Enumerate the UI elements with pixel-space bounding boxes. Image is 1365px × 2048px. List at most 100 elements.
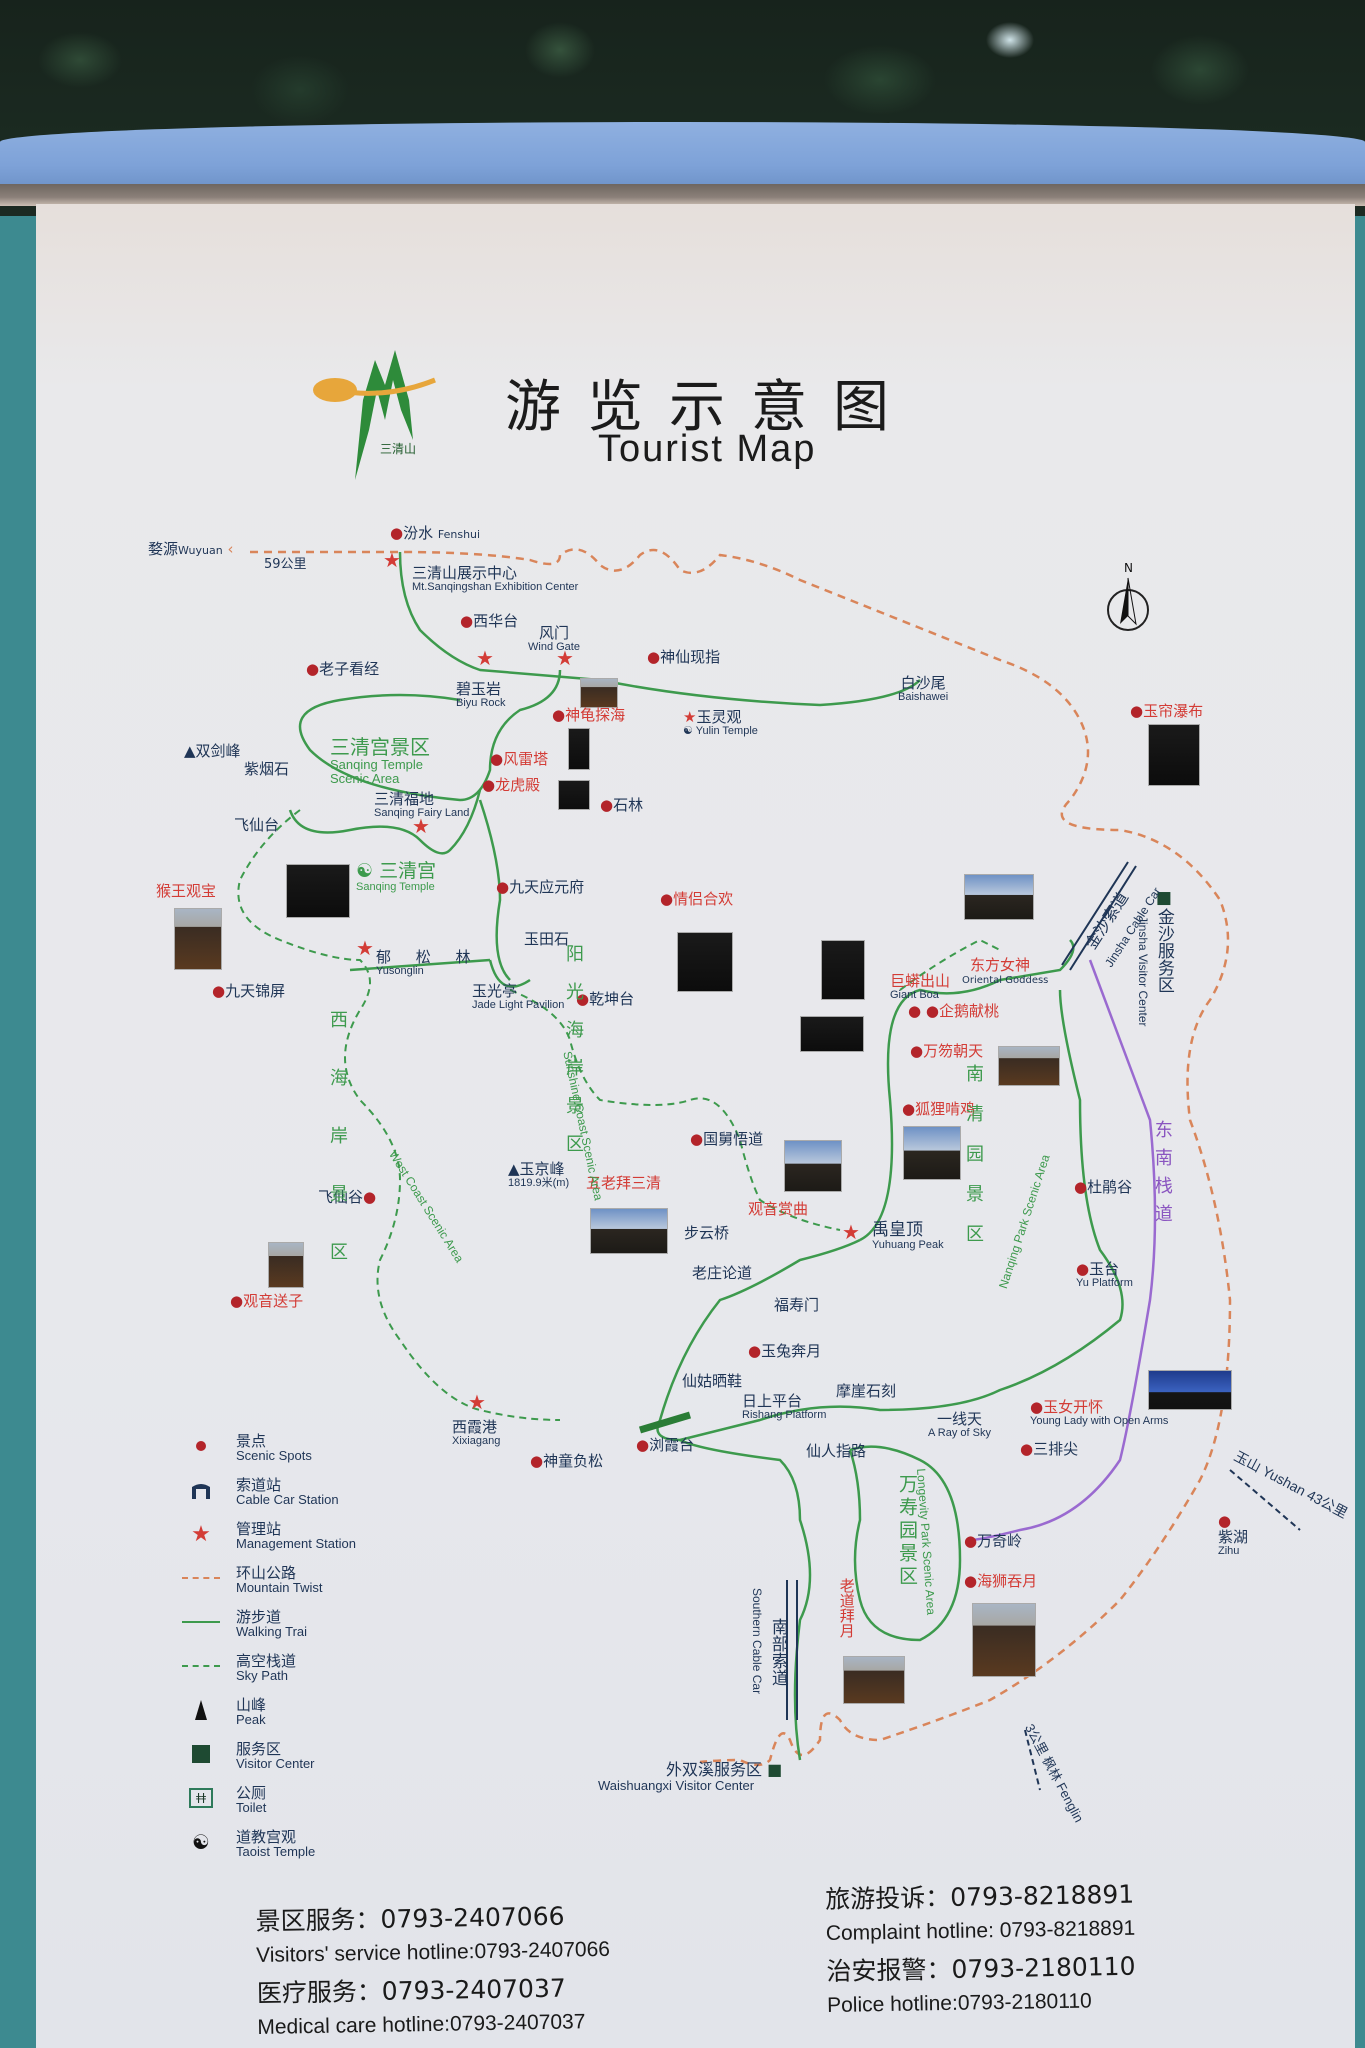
label-dujuan: ●杜鹃谷 — [1074, 1178, 1133, 1196]
management-station-icon: ★ — [412, 814, 430, 838]
label-qie: ● ●企鹅献桃 — [908, 1002, 999, 1020]
label-wanqi: ●万奇岭 — [964, 1532, 1023, 1550]
north-arrow-icon: N — [1107, 561, 1149, 631]
area-sunshine-coast: 阳光海岸景区 — [563, 944, 584, 1172]
area-longevity-park: 万寿园景区 — [896, 1474, 918, 1589]
taoist-temple-icon: ☯ — [192, 1830, 210, 1854]
walking-trail-lines — [288, 551, 1124, 1761]
label-shentong: ●神童负松 — [530, 1452, 604, 1470]
label-dongfang: 东方女神 — [970, 956, 1031, 974]
map-title-english: Tourist Map — [598, 428, 817, 470]
label-dongfang-en: Oriental Goddess — [962, 975, 1049, 986]
hotline-medical-zh: 医疗服务：0793-2407037 — [256, 1973, 567, 2008]
southeast-plank-road — [969, 959, 1157, 1542]
sign-frame-edge — [0, 184, 1365, 206]
cable-car-station-icon — [182, 1480, 220, 1500]
label-yutian: 玉田石 — [524, 930, 570, 948]
label-shilin: ●石林 — [600, 796, 644, 814]
toilet-icon: ǂǂ — [182, 1788, 220, 1808]
sign-side-left — [0, 216, 36, 2048]
legend-item-visitor-center: 服务区 Visitor Center — [182, 1738, 442, 1782]
legend-item-scenic-spots: 景点 Scenic Spots — [182, 1430, 442, 1474]
label-southern-cable-car-en: Southern Cable Car — [750, 1588, 764, 1695]
label-moya: 摩崖石刻 — [836, 1382, 897, 1400]
label-buyun: 步云桥 — [684, 1224, 730, 1242]
label-qinglv: ●情侣合欢 — [660, 890, 734, 908]
hotline-visitors-zh: 景区服务：0793-2407066 — [255, 1901, 565, 1936]
label-houwang: 猴王观宝 — [156, 882, 217, 900]
label-feixiantai: 飞仙台 — [234, 816, 280, 834]
label-jinsha-visitor-center-en: Jinsha Visitor Center — [1136, 916, 1150, 1027]
photo-dongfang — [964, 874, 1034, 920]
photo-guanyin-songzi — [268, 1242, 304, 1288]
label-sanpai: ●三排尖 — [1020, 1440, 1079, 1458]
label-shengui: ●神龟探海 — [552, 706, 626, 724]
photo-guojiu — [784, 1140, 842, 1192]
sky-path-lines — [237, 809, 1001, 1421]
label-ziyan: 紫烟石 — [244, 760, 290, 778]
legend-item-sky-path: 高空栈道 Sky Path — [182, 1650, 442, 1694]
label-fenshui: ●汾水 Fenshui — [390, 524, 481, 542]
label-wuyuan-distance: 59公里 — [264, 557, 307, 572]
external-arrows — [1024, 1469, 1301, 1791]
label-guojiu: ●国舅悟道 — [690, 1130, 764, 1148]
label-liuxia: ●浏霞台 — [636, 1436, 695, 1454]
legend-item-taoist-temple: ☯ 道教宫观 Taoist Temple — [182, 1826, 442, 1870]
label-southeast-plank: 东南栈道 — [1151, 1120, 1173, 1232]
legend-item-walking-trail: 游步道 Walking Trai — [182, 1606, 442, 1650]
label-wuyuan: 婺源Wuyuan ‹ — [148, 540, 234, 558]
hotline-police-en: Police hotline:0793-2180110 — [826, 1989, 1092, 2018]
area-nanqing-park: 南清园景区 — [963, 1064, 984, 1264]
peak-icon — [182, 1700, 220, 1720]
label-waishuangxi: 外双溪服务区 ■Waishuangxi Visitor Center — [598, 1760, 783, 1793]
hotline-visitors-en: Visitors' service hotline:0793-2407066 — [255, 1937, 611, 1967]
hotline-section: 景区服务：0793-2407066 Visitors' service hotl… — [255, 1873, 1257, 2040]
label-feixiangu: 飞仙谷● — [318, 1188, 377, 1206]
photo-haishi — [972, 1603, 1036, 1677]
photo-jumang — [821, 940, 865, 1000]
label-qiankun: ●乾坤台 — [576, 990, 635, 1008]
label-yutu: ●玉兔奔月 — [748, 1342, 822, 1360]
sign-side-right — [1355, 216, 1365, 2048]
label-guanyin-shangqu: 观音赏曲 — [748, 1200, 809, 1218]
label-yulin: ★玉灵观☯ Yulin Temple — [683, 708, 758, 737]
label-laozhuang: 老庄论道 — [692, 1264, 753, 1282]
label-laodao: 老道拜月 — [837, 1578, 856, 1638]
label-fushou: 福寿门 — [774, 1296, 820, 1314]
label-huli: ●狐狸啃鸡 — [902, 1100, 976, 1118]
photo-qinglv — [677, 932, 733, 992]
hotlines-right: 旅游投诉：0793-8218891 Complaint hotline: 079… — [825, 1875, 1137, 2024]
legend-item-management: ★ 管理站 Management Station — [182, 1518, 442, 1562]
label-jiutian-jinping: ●九天锦屏 — [212, 982, 286, 1000]
management-station-icon: ★ — [356, 936, 374, 960]
map-title-chinese: 游览示意图 — [505, 375, 915, 440]
management-station-icon: ★ — [476, 646, 494, 670]
svg-text:N: N — [1124, 561, 1133, 575]
label-jiutian-yuanfu: ●九天应元府 — [496, 878, 585, 896]
photo-laodao — [843, 1656, 905, 1704]
sanqingshan-logo — [313, 350, 436, 480]
label-fenglei: ●风雷塔 — [490, 750, 549, 768]
label-yulian: ●玉帘瀑布 — [1130, 702, 1204, 720]
photo-huli — [903, 1126, 961, 1180]
sign-frame-top — [0, 122, 1365, 194]
management-station-icon: ★ — [842, 1220, 860, 1244]
management-station-icon: ★ — [191, 1521, 211, 1547]
mountain-road-icon — [182, 1568, 220, 1588]
sky-path-icon — [182, 1656, 220, 1676]
